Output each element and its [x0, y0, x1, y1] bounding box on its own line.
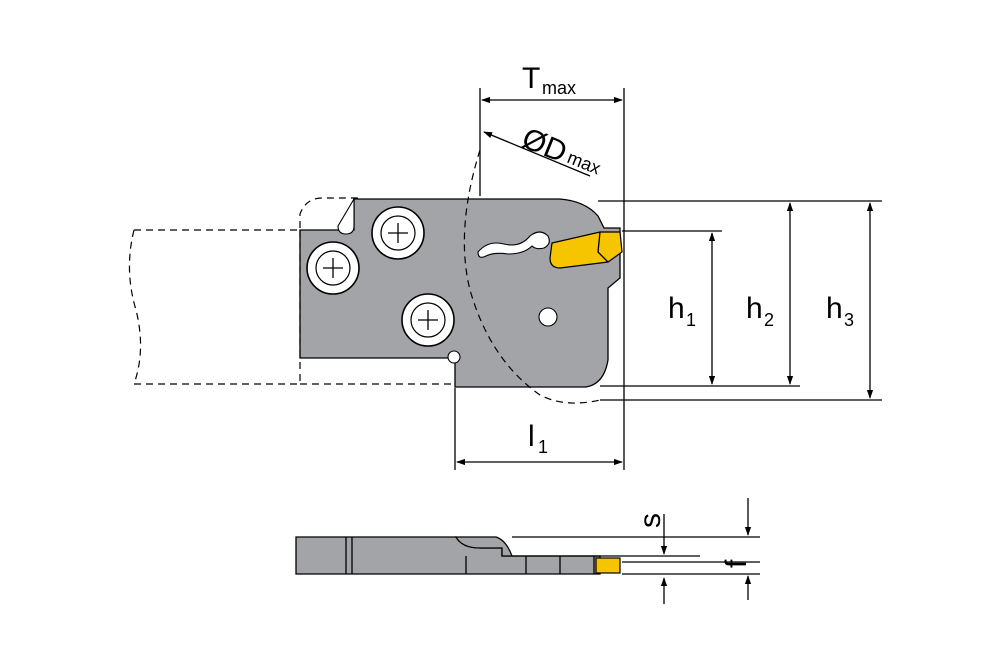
h2-label: h [746, 292, 763, 325]
dim-h1: h 1 [668, 232, 716, 385]
workpiece-diameter-arc [463, 149, 601, 404]
insert-edge [597, 231, 609, 263]
l1-subscript: 1 [538, 437, 548, 457]
dim-d-max: ØD max [483, 122, 604, 178]
dim-h3: h 3 [826, 202, 874, 399]
coolant-hole [538, 307, 558, 327]
screw-top [371, 206, 425, 260]
t-max-label: T [522, 62, 540, 95]
side-view-steps [465, 556, 595, 574]
d-max-label: ØD [517, 122, 571, 169]
dim-l1: l 1 [454, 388, 623, 470]
bottom-relief-hole [447, 350, 461, 364]
dim-h2: h 2 [746, 202, 794, 385]
s-label: s [634, 513, 667, 528]
dim-t-max: T max [479, 62, 625, 470]
h1-label: h [668, 292, 685, 325]
l1-label: l [528, 420, 535, 453]
top-relief-notch [337, 196, 355, 235]
side-view-clamp [454, 536, 513, 557]
screw-bottom [401, 293, 455, 347]
t-max-subscript: max [542, 78, 576, 98]
side-view-insert [595, 557, 621, 574]
h3-subscript: 3 [844, 310, 854, 330]
screw-left [306, 241, 360, 295]
h1-subscript: 1 [686, 310, 696, 330]
grooving-insert [549, 231, 623, 269]
h2-subscript: 2 [764, 310, 774, 330]
h3-label: h [826, 292, 843, 325]
side-view: s f [295, 498, 760, 604]
clamp-slot [477, 231, 550, 258]
f-label: f [720, 559, 753, 568]
side-view-split [345, 537, 353, 574]
